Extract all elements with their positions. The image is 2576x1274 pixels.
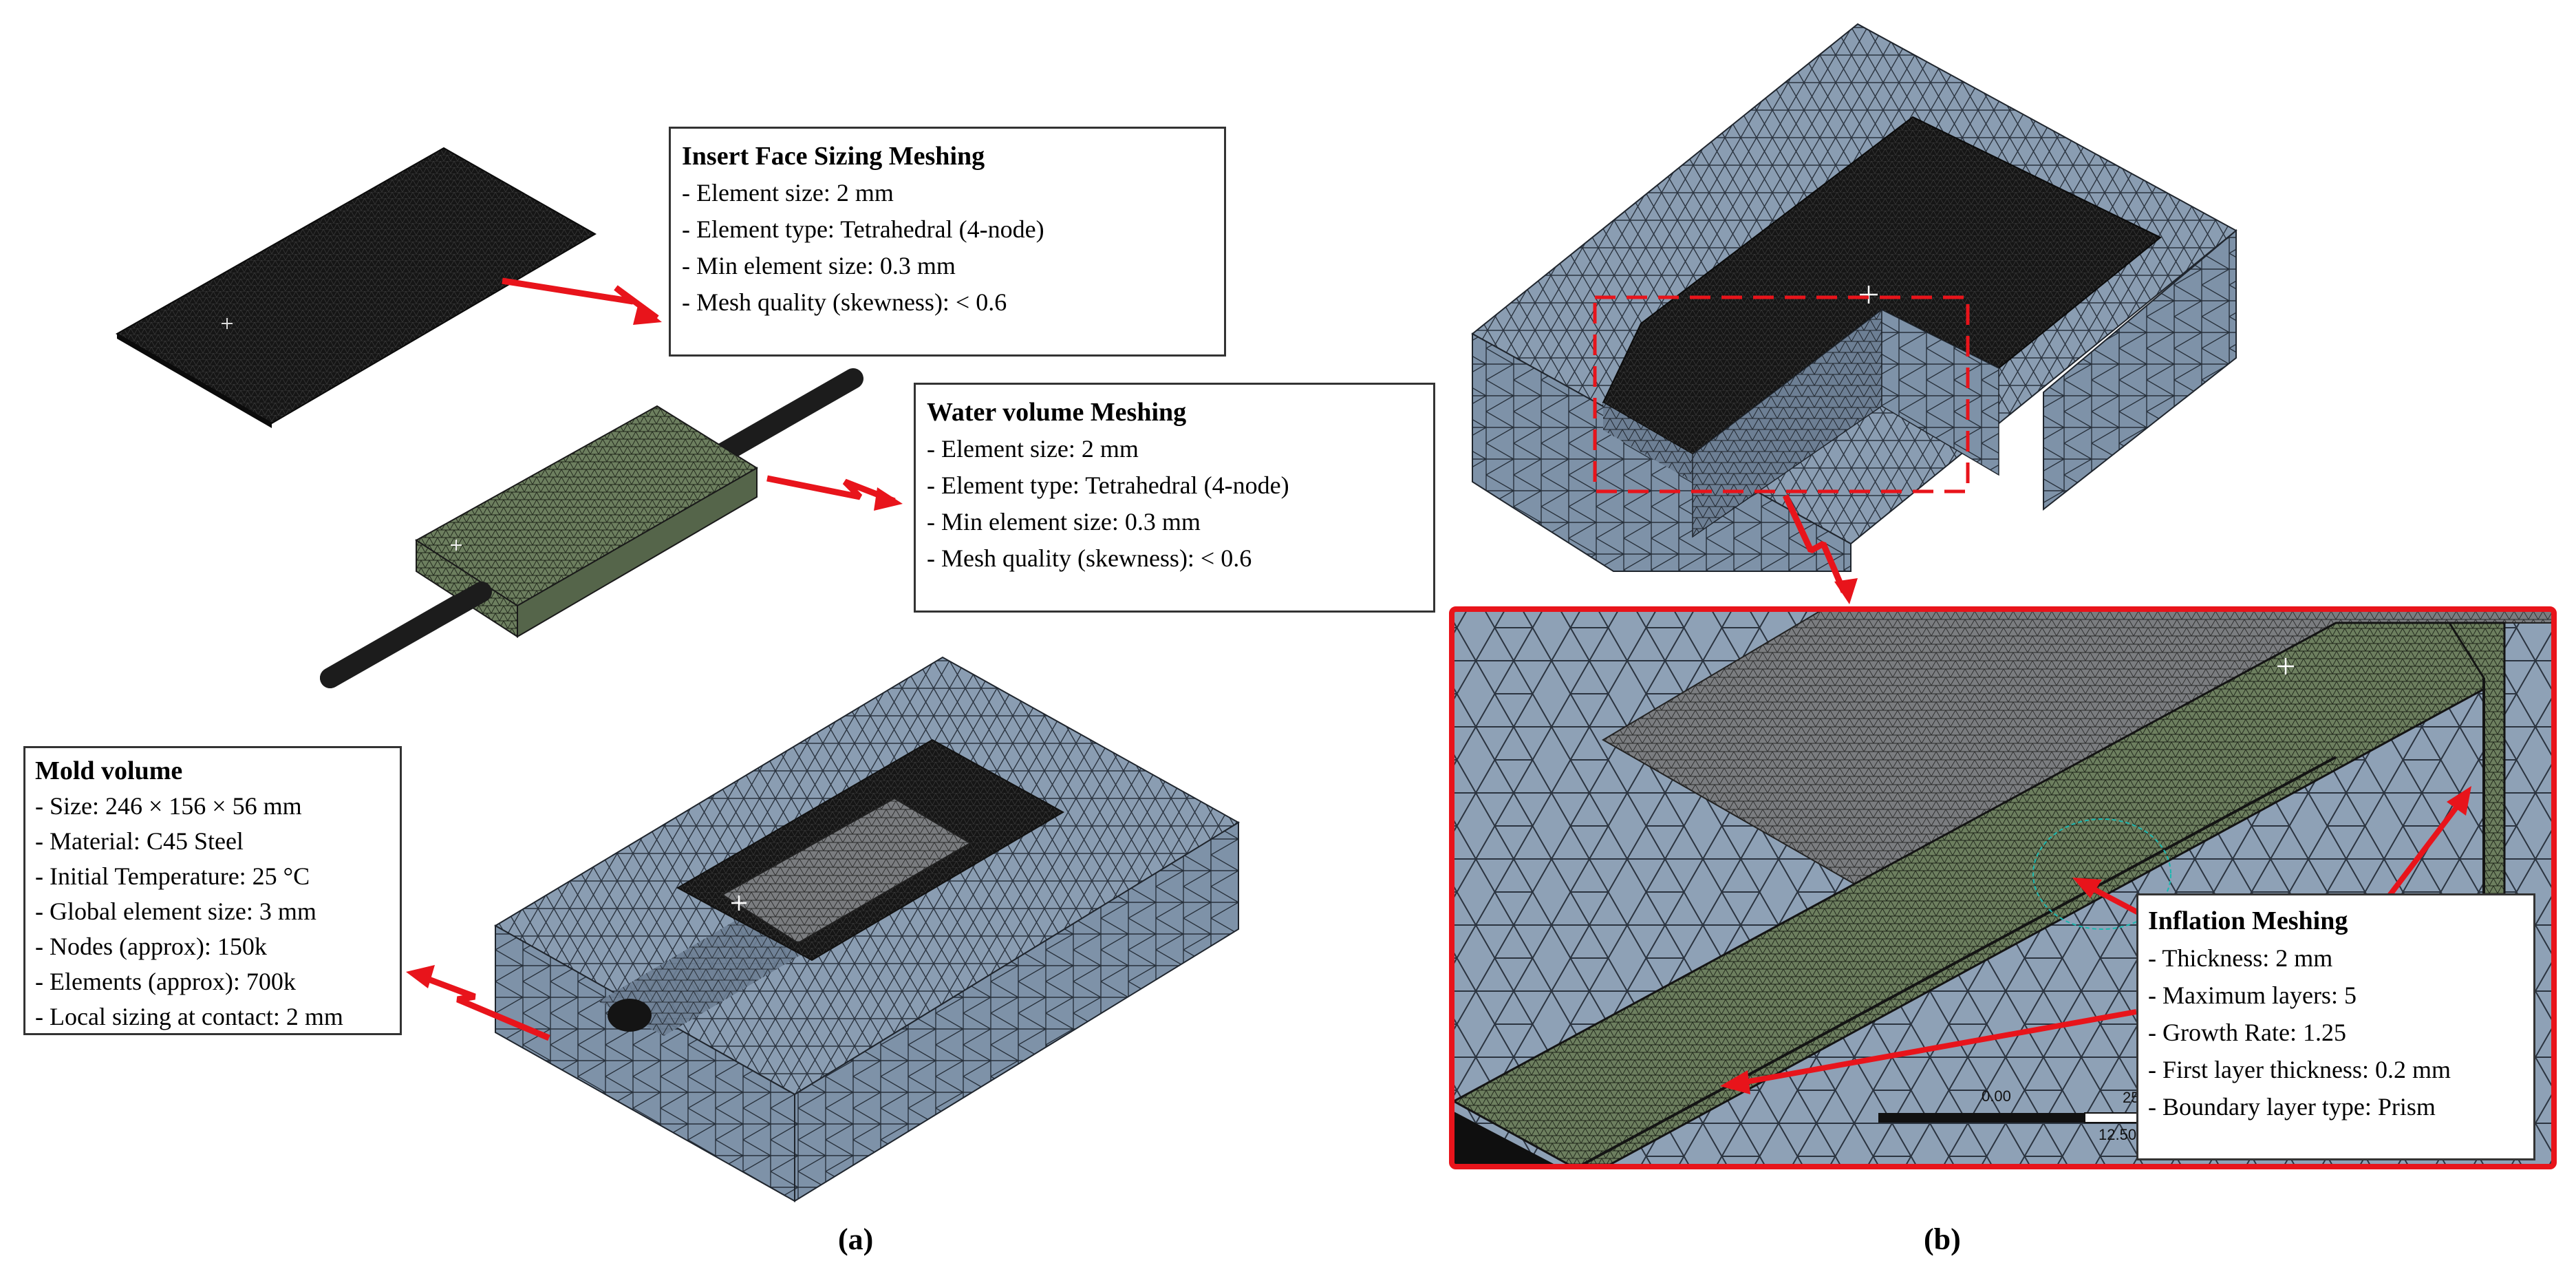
arrow-water xyxy=(766,475,896,505)
scale-label-left: 0.00 xyxy=(1982,1087,2011,1105)
water-box-line: - Element type: Tetrahedral (4-node) xyxy=(927,471,1289,499)
mold-box-line: - Global element size: 3 mm xyxy=(35,898,316,925)
panel-label-a: (a) xyxy=(838,1222,874,1256)
mold-box-line: - Nodes (approx): 150k xyxy=(35,933,267,960)
section-mold xyxy=(1471,23,2237,572)
water-meshing-box: Water volume Meshing - Element size: 2 m… xyxy=(914,383,1435,613)
insert-box-line: - Min element size: 0.3 mm xyxy=(682,252,956,279)
arrow-inflation-left xyxy=(1733,1009,2137,1087)
water-box-line: - Min element size: 0.3 mm xyxy=(927,508,1201,535)
origin-cross-icon xyxy=(222,318,233,329)
water-box-line: - Mesh quality (skewness): < 0.6 xyxy=(927,544,1252,572)
mold-box-line: - Local sizing at contact: 2 mm xyxy=(35,1003,343,1030)
water-box-title: Water volume Meshing xyxy=(927,398,1187,427)
insert-plate xyxy=(115,147,597,428)
origin-cross-icon xyxy=(731,895,747,911)
insert-box-line: - Element size: 2 mm xyxy=(682,179,894,206)
mold-box-title: Mold volume xyxy=(35,756,183,785)
insert-box-line: - Element type: Tetrahedral (4-node) xyxy=(682,215,1044,243)
inflation-box-line: - Maximum layers: 5 xyxy=(2148,981,2357,1009)
mold-box-line: - Elements (approx): 700k xyxy=(35,968,296,995)
arrow-inflation-right xyxy=(2378,796,2466,909)
origin-cross-icon xyxy=(1860,286,1878,304)
mold-box-line: - Material: C45 Steel xyxy=(35,827,244,855)
inflation-box-line: - Growth Rate: 1.25 xyxy=(2148,1019,2346,1046)
arrow-mold xyxy=(418,973,550,1041)
mold-volume-box: Mold volume - Size: 246 × 156 × 56 mm - … xyxy=(23,746,402,1035)
mold-box-line: - Initial Temperature: 25 °C xyxy=(35,862,310,890)
mold-box-line: - Size: 246 × 156 × 56 mm xyxy=(35,792,302,820)
inflation-box-line: - Thickness: 2 mm xyxy=(2148,944,2333,972)
mold-volume xyxy=(494,656,1240,1202)
arrow-insert xyxy=(502,277,659,321)
insert-meshing-box: Insert Face Sizing Meshing - Element siz… xyxy=(669,127,1226,357)
panel-label-b: (b) xyxy=(1924,1222,1961,1256)
inflation-box-line: - Boundary layer type: Prism xyxy=(2148,1093,2436,1121)
insert-box-title: Insert Face Sizing Meshing xyxy=(682,142,985,171)
origin-cross-icon xyxy=(2277,658,2294,675)
inflation-box-title: Inflation Meshing xyxy=(2148,906,2348,935)
scale-label-mid: 12.50 xyxy=(2099,1126,2137,1143)
water-volume xyxy=(320,368,863,688)
scale-bar xyxy=(1878,1113,2085,1123)
arrow-zoom xyxy=(1782,494,1847,593)
origin-cross-icon xyxy=(451,540,462,551)
insert-box-line: - Mesh quality (skewness): < 0.6 xyxy=(682,288,1007,316)
inflation-meshing-box: Inflation Meshing - Thickness: 2 mm - Ma… xyxy=(2136,893,2535,1160)
water-box-line: - Element size: 2 mm xyxy=(927,435,1139,463)
inflation-box-line: - First layer thickness: 0.2 mm xyxy=(2148,1056,2451,1083)
